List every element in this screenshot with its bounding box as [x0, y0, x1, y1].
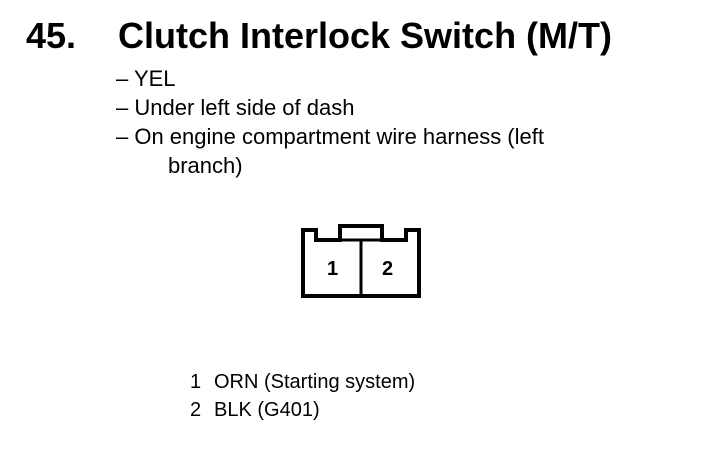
pin-wire: BLK (G401) — [214, 399, 320, 421]
pin-number: 1 — [190, 371, 202, 393]
note-color: – YEL — [116, 66, 176, 91]
connector-diagram: 1 2 — [301, 224, 421, 298]
section-number: 45. — [26, 15, 77, 56]
pinout-list: 1 ORN (Starting system) 2 BLK (G401) — [190, 368, 415, 424]
pinout-row: 2 BLK (G401) — [190, 396, 415, 424]
section-title: Clutch Interlock Switch (M/T) — [118, 15, 613, 56]
note-location: – Under left side of dash — [116, 95, 355, 120]
pin-label-1: 1 — [327, 258, 338, 280]
section-heading: 45. Clutch Interlock Switch (M/T) — [0, 12, 704, 60]
note-harness-continuation: branch) — [168, 153, 243, 178]
pin-number: 2 — [190, 399, 202, 421]
location-notes: – YEL – Under left side of dash – On eng… — [116, 64, 676, 180]
note-harness: – On engine compartment wire harness (le… — [116, 124, 544, 149]
pin-wire: ORN (Starting system) — [214, 371, 416, 393]
pin-label-2: 2 — [382, 258, 393, 280]
pinout-row: 1 ORN (Starting system) — [190, 368, 415, 396]
